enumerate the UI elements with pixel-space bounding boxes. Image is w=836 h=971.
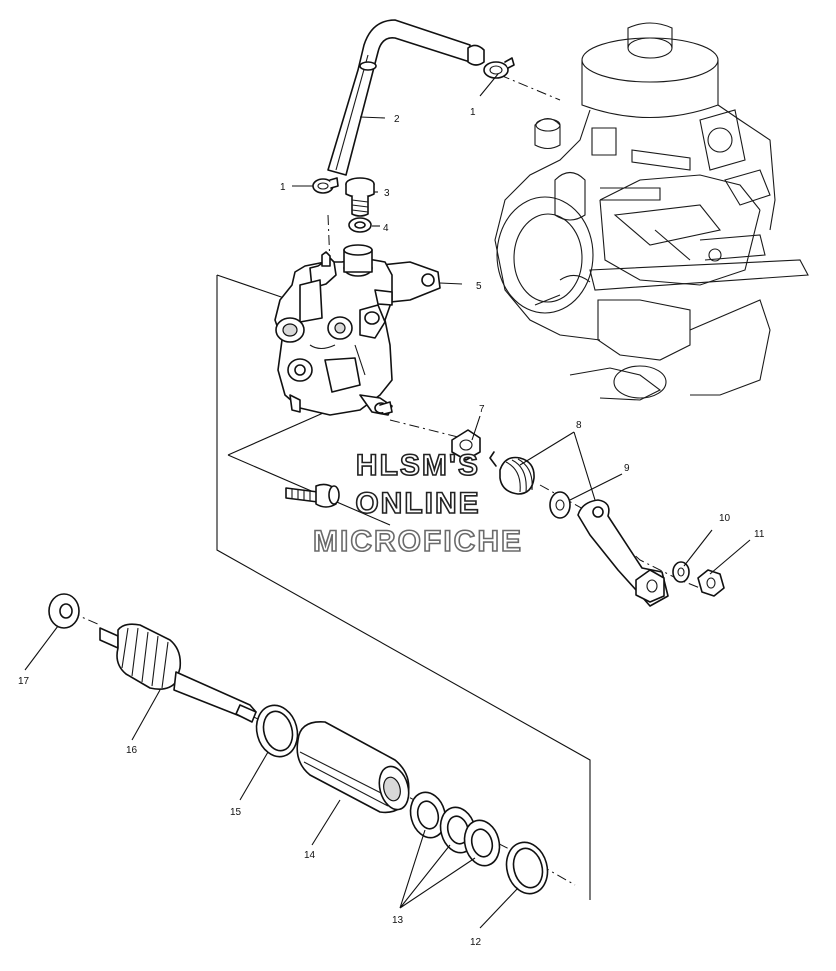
assembly-frame	[216, 274, 591, 900]
callout-11: 11	[754, 529, 765, 540]
callout-3: 3	[384, 188, 390, 199]
o-ring-15	[255, 704, 299, 758]
watermark-line-1: HLSM'S	[356, 449, 480, 482]
shim-washers-13	[409, 791, 501, 867]
return-spring	[489, 451, 535, 495]
hex-nut	[697, 569, 725, 597]
callout-4: 4	[383, 223, 389, 234]
callout-1-lower: 1	[280, 182, 286, 193]
mounting-screw	[285, 483, 340, 508]
callout-5: 5	[476, 281, 482, 292]
hose-clamp-top	[467, 44, 515, 79]
lock-washer	[672, 561, 690, 583]
callout-14: 14	[304, 850, 316, 861]
hose-clamp-lower	[312, 177, 339, 194]
callout-15: 15	[230, 807, 242, 818]
callout-2: 2	[394, 114, 400, 125]
oil-hose	[327, 19, 471, 176]
watermark-line-3: MICROFICHE	[313, 525, 523, 558]
sealing-washer	[348, 217, 372, 233]
callout-7: 7	[479, 404, 485, 415]
callout-17: 17	[18, 676, 30, 687]
flat-washer	[549, 491, 571, 519]
callout-12: 12	[470, 937, 482, 948]
callout-labels: 1 2 1 3 4 5 7 8 9 10 11 17 16 15 14 13 1…	[18, 107, 765, 948]
thrust-washer-17	[48, 593, 80, 629]
drive-gear-shaft	[99, 623, 257, 723]
callout-13: 13	[392, 915, 404, 926]
carburetor-outline	[494, 22, 809, 401]
pump-control-lever	[577, 499, 669, 607]
pump-drive-sleeve	[296, 721, 410, 814]
callout-9: 9	[624, 463, 630, 474]
callout-8: 8	[576, 420, 582, 431]
callout-1-top: 1	[470, 107, 476, 118]
leader-lines	[24, 73, 751, 929]
watermark-line-2: ONLINE	[355, 487, 480, 520]
banjo-bolt	[345, 177, 375, 217]
callout-16: 16	[126, 745, 138, 756]
oil-pump-body	[274, 244, 441, 416]
watermark: HLSM'S ONLINE MICROFICHE	[312, 448, 523, 559]
callout-10: 10	[719, 513, 731, 524]
o-ring-12	[505, 841, 549, 895]
